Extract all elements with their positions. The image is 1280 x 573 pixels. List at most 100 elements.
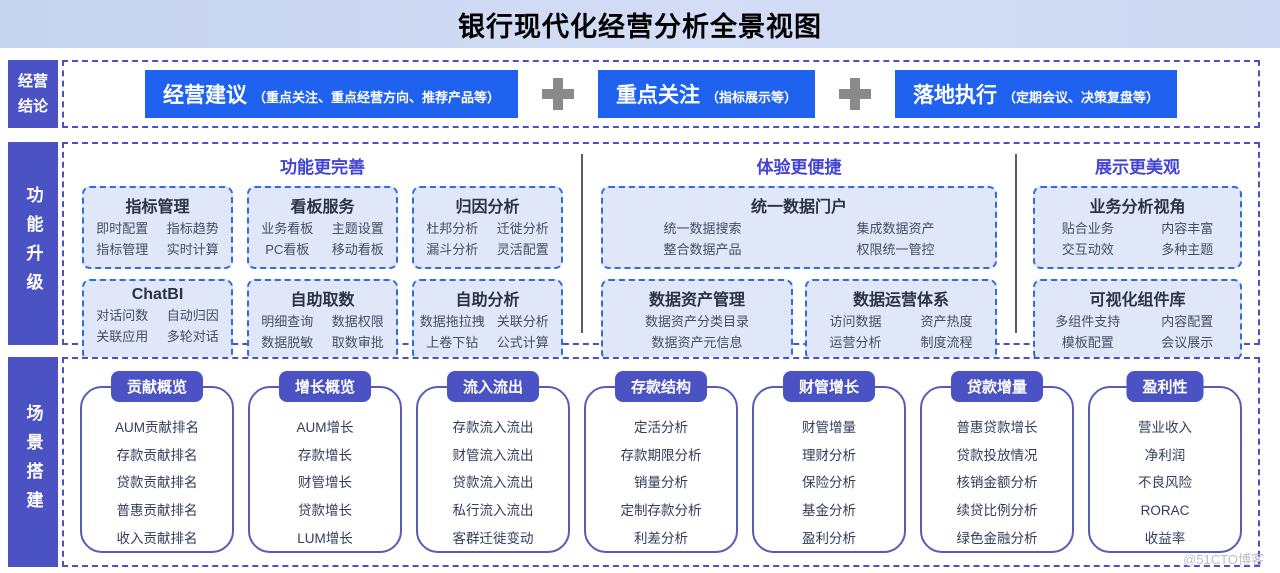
scene-item: 净利润 xyxy=(1144,447,1186,463)
feature-card-title: ChatBI xyxy=(131,285,184,303)
feature-card-items: 杜邦分析 迁徙分析 漏斗分析 灵活配置 xyxy=(417,220,558,260)
group-experience: 体验更便捷 统一数据门户 统一数据搜索 集成数据资产 整合数据产品 权限统一管控… xyxy=(589,148,1009,362)
scene-card-body: AUM增长 存款增长 财管增长 贷款增长 LUM增长 xyxy=(248,386,402,553)
feature-card-title: 业务分析视角 xyxy=(1089,199,1186,216)
feature-item: 指标趋势 xyxy=(166,221,219,236)
vertical-divider xyxy=(1015,154,1017,333)
watermark: @51CTO博客 xyxy=(1183,552,1264,567)
feature-item: 内容丰富 xyxy=(1161,221,1214,236)
group-function-cards: 指标管理 即时配置 指标趋势 指标管理 实时计算 看板服务 业务看板 主题设置 … xyxy=(70,186,575,362)
vertical-divider xyxy=(581,154,583,333)
scene-card-wealth-growth: 财管增长 财管增量 理财分析 保险分析 基金分析 盈利分析 xyxy=(752,371,906,553)
feature-item: 移动看板 xyxy=(331,241,384,257)
conclusion-box-focus: 重点关注 （指标展示等） xyxy=(597,70,815,118)
feature-item: 关联应用 xyxy=(96,328,149,344)
scene-item: 基金分析 xyxy=(802,503,856,519)
scene-card-body: 营业收入 净利润 不良风险 RORAC 收益率 xyxy=(1088,386,1242,553)
scene-item: 利差分析 xyxy=(634,530,688,546)
group-display-cards: 业务分析视角 贴合业务 内容丰富 交互动效 多种主题 可视化组件库 多组件支持 … xyxy=(1023,186,1252,362)
scenes-band-label: 场景搭建 xyxy=(8,357,58,567)
conclusion-band-label-text: 经营结论 xyxy=(17,72,48,116)
scene-card-profitability: 盈利性 营业收入 净利润 不良风险 RORAC 收益率 xyxy=(1088,371,1242,553)
scene-card-inflow-outflow: 流入流出 存款流入流出 财管流入流出 贷款流入流出 私行流入流出 客群迁徙变动 xyxy=(416,371,570,553)
conclusion-box-title: 重点关注 xyxy=(615,84,700,107)
feature-item: 主题设置 xyxy=(331,221,384,236)
feature-card-title: 自助分析 xyxy=(455,291,520,309)
scene-item: 普惠贡献排名 xyxy=(116,503,198,519)
feature-item: 即时配置 xyxy=(96,221,149,236)
feature-card-title: 统一数据门户 xyxy=(750,199,847,216)
feature-card-title: 归因分析 xyxy=(455,199,520,216)
feature-card-items: 数据拖拉拽 关联分析 上卷下钻 公式计算 xyxy=(417,313,558,353)
conclusion-box-note: （重点关注、重点经营方向、推荐产品等） xyxy=(252,90,500,105)
title-band: 银行现代化经营分析全景视图 xyxy=(0,0,1280,48)
group-experience-cards: 统一数据门户 统一数据搜索 集成数据资产 整合数据产品 权限统一管控 数据资产管… xyxy=(589,186,1009,362)
feature-card-items: 统一数据搜索 集成数据资产 整合数据产品 权限统一管控 xyxy=(606,220,992,260)
feature-item: 整合数据产品 xyxy=(663,241,742,257)
feature-item: 公式计算 xyxy=(496,334,549,350)
group-function: 功能更完善 指标管理 即时配置 指标趋势 指标管理 实时计算 看板服务 业务看板 xyxy=(70,148,575,362)
scene-item: 存款期限分析 xyxy=(620,447,702,463)
feature-card-items: 业务看板 主题设置 PC看板 移动看板 xyxy=(252,220,393,260)
feature-card-title: 指标管理 xyxy=(125,199,190,216)
scene-item: 存款流入流出 xyxy=(452,420,534,435)
feature-card-title: 数据运营体系 xyxy=(852,291,949,309)
feature-item: PC看板 xyxy=(265,241,310,257)
scene-item: 核销金额分析 xyxy=(956,475,1038,491)
feature-card-title: 看板服务 xyxy=(290,199,355,216)
scene-item: 收入贡献排名 xyxy=(116,530,198,546)
feature-card-data-asset: 数据资产管理 数据资产分类目录 数据资产元信息 xyxy=(601,278,793,362)
feature-item: 制度流程 xyxy=(920,334,973,350)
scene-card-body: 财管增量 理财分析 保险分析 基金分析 盈利分析 xyxy=(752,386,906,553)
conclusion-box-note: （定期会议、决策复盘等） xyxy=(1003,90,1160,105)
feature-item: 会议展示 xyxy=(1161,334,1214,350)
scene-card-title: 存款结构 xyxy=(614,371,708,402)
feature-item: 统一数据搜索 xyxy=(663,221,742,236)
group-display-header: 展示更美观 xyxy=(1095,158,1180,177)
feature-card-metric-mgmt: 指标管理 即时配置 指标趋势 指标管理 实时计算 xyxy=(82,186,233,269)
scene-item: 续贷比例分析 xyxy=(956,503,1038,519)
feature-item: 杜邦分析 xyxy=(426,221,479,236)
feature-card-items: 即时配置 指标趋势 指标管理 实时计算 xyxy=(87,220,228,260)
scene-item: 存款贡献排名 xyxy=(116,447,198,463)
scene-card-title: 流入流出 xyxy=(446,371,540,402)
feature-card-items: 多组件支持 内容配置 模板配置 会议展示 xyxy=(1038,313,1237,353)
feature-card-items: 访问数据 资产热度 运营分析 制度流程 xyxy=(810,313,992,353)
scene-card-body: 存款流入流出 财管流入流出 贷款流入流出 私行流入流出 客群迁徙变动 xyxy=(416,386,570,553)
feature-card-visual-components: 可视化组件库 多组件支持 内容配置 模板配置 会议展示 xyxy=(1033,278,1242,362)
feature-item: 指标管理 xyxy=(96,241,149,257)
scene-item: 销量分析 xyxy=(634,475,688,491)
scene-item: 收益率 xyxy=(1144,530,1186,546)
upgrade-band: 功能升级 功能更完善 指标管理 即时配置 指标趋势 指标管理 实时计算 看板服务 xyxy=(8,142,1260,362)
feature-item: 灵活配置 xyxy=(496,241,549,257)
scene-item: AUM增长 xyxy=(296,420,354,435)
plus-icon xyxy=(839,78,871,110)
conclusion-box-title: 落地执行 xyxy=(913,84,997,107)
feature-item: 数据资产分类目录 xyxy=(644,313,749,329)
scene-card-loan-increment: 贷款增量 普惠贷款增长 贷款投放情况 核销金额分析 续贷比例分析 绿色金融分析 xyxy=(920,371,1074,553)
scene-card-body: AUM贡献排名 存款贡献排名 贷款贡献排名 普惠贡献排名 收入贡献排名 xyxy=(80,386,234,553)
feature-item: 模板配置 xyxy=(1061,334,1114,350)
feature-item: 贴合业务 xyxy=(1061,221,1114,236)
feature-item: 数据拖拉拽 xyxy=(419,313,485,329)
feature-item: 内容配置 xyxy=(1161,313,1214,329)
feature-item: 关联分析 xyxy=(496,313,549,329)
scene-item: LUM增长 xyxy=(297,530,353,546)
upgrade-band-label: 功能升级 xyxy=(8,142,58,345)
feature-item: 上卷下钻 xyxy=(426,334,479,350)
scene-item: 普惠贷款增长 xyxy=(956,420,1038,435)
scene-item: 盈利分析 xyxy=(802,530,856,546)
scene-item: 私行流入流出 xyxy=(452,503,534,519)
feature-item: 运营分析 xyxy=(829,334,882,350)
scene-item: AUM贡献排名 xyxy=(115,420,199,435)
conclusion-box-title: 经营建议 xyxy=(162,84,247,107)
feature-card-title: 数据资产管理 xyxy=(648,291,745,309)
conclusion-band-label: 经营结论 xyxy=(8,60,58,128)
feature-item: 实时计算 xyxy=(166,241,219,257)
feature-card-dashboard: 看板服务 业务看板 主题设置 PC看板 移动看板 xyxy=(247,186,398,269)
group-display: 展示更美观 业务分析视角 贴合业务 内容丰富 交互动效 多种主题 可视化组件库 … xyxy=(1023,148,1252,362)
feature-item: 业务看板 xyxy=(261,221,314,236)
scenes-band-content: 贡献概览 AUM贡献排名 存款贡献排名 贷款贡献排名 普惠贡献排名 收入贡献排名… xyxy=(62,357,1260,567)
scene-card-body: 定活分析 存款期限分析 销量分析 定制存款分析 利差分析 xyxy=(584,386,738,553)
feature-item: 数据脱敏 xyxy=(261,334,314,350)
